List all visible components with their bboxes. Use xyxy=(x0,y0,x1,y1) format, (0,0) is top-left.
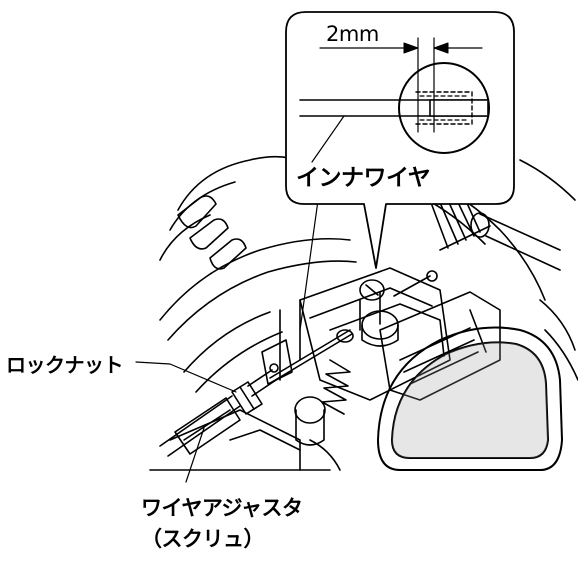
wire-adjuster-label: ワイヤアジャスタ xyxy=(141,496,303,520)
dimension-label: 2mm xyxy=(326,22,379,46)
filter-shade xyxy=(392,342,548,458)
inner-wire-label: インナワイヤ xyxy=(296,165,431,191)
lock-nut-label: ロックナット xyxy=(6,353,124,377)
throttle-cable xyxy=(159,329,353,457)
leader-lines xyxy=(135,185,321,483)
detail-callout xyxy=(285,11,515,269)
wire-adjuster-screw-label: （スクリュ） xyxy=(141,527,265,551)
